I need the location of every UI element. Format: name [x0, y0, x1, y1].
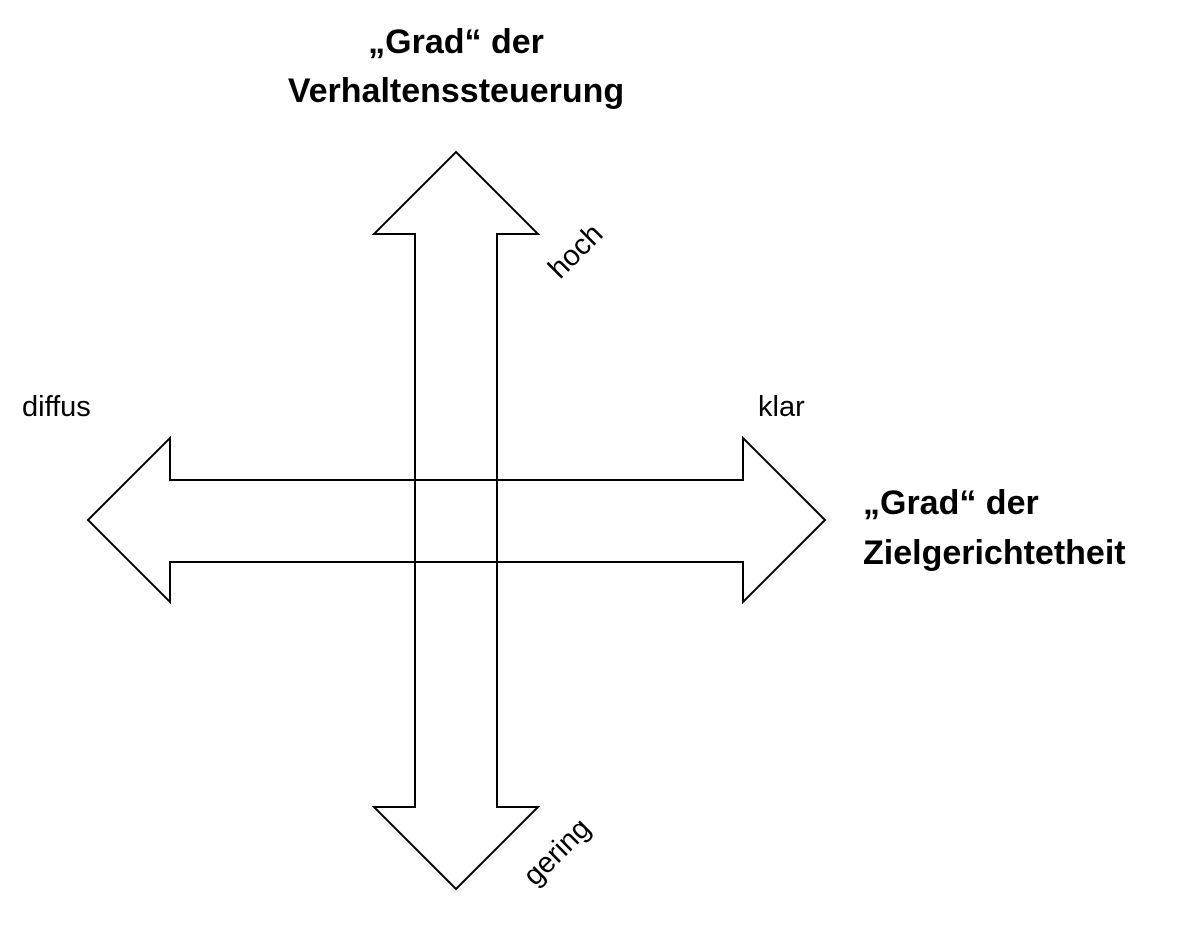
horizontal-axis-title-line2: Zielgerichtetheit: [863, 534, 1126, 572]
vertical-low-label: gering: [517, 812, 597, 892]
vertical-axis-title-line2: Verhaltenssteuerung: [288, 72, 624, 110]
vertical-high-label: hoch: [542, 218, 609, 285]
horizontal-left-label: diffus: [22, 391, 91, 423]
vertical-double-arrow: [371, 150, 541, 891]
horizontal-axis-title-line1: „Grad“ der: [863, 484, 1039, 522]
vertical-axis-title-line1: „Grad“ der: [368, 23, 544, 61]
horizontal-right-label: klar: [758, 391, 805, 423]
horizontal-double-arrow: [86, 435, 827, 605]
